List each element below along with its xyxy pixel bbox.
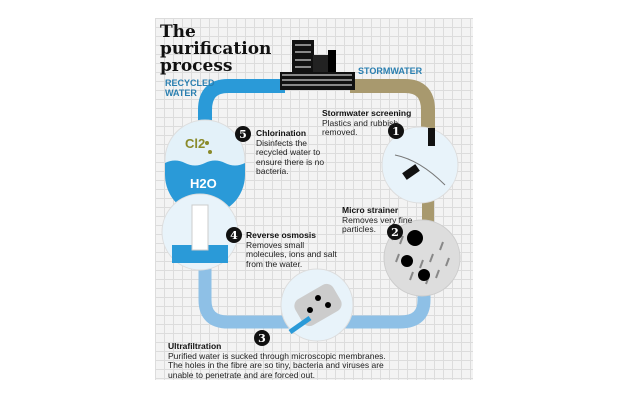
stormwater-pipe [350,79,435,130]
step-heading: Chlorination [256,128,307,138]
screening-circle [381,126,459,204]
step-desc: Purified water is sucked through microsc… [168,350,386,380]
ultrafiltration-circle [280,268,354,342]
step-heading: Ultrafiltration [168,341,222,351]
cl2-label: Cl2 [185,136,206,151]
step-desc: Plastics and rubbish removed. [322,117,399,137]
step-heading: Stormwater screening [322,108,412,118]
step-heading: Micro strainer [342,205,399,215]
page-title: The purification process [160,22,272,76]
recycled-water-label: RECYCLED WATER [165,78,215,98]
step-desc: Disinfects the recycled water to ensure … [256,137,325,176]
micro-strainer-circle [383,219,461,297]
recycled-water-pipe [198,79,285,125]
reverse-osmosis-circle [161,193,239,271]
step-desc: Removes very fine particles. [342,214,413,234]
step-desc: Removes small molecules, ions and salt f… [246,239,337,269]
badge-4: 4 [230,229,238,242]
step-badges: 5 1 2 4 3 [226,123,404,346]
badge-2: 2 [391,226,399,239]
h2o-label: H2O [190,176,217,191]
buildings-icon [280,40,355,90]
badge-5: 5 [239,128,247,141]
stormwater-label: STORMWATER [358,66,423,76]
badge-1: 1 [392,125,400,138]
badge-3: 3 [258,332,266,345]
step-heading: Reverse osmosis [246,230,316,240]
